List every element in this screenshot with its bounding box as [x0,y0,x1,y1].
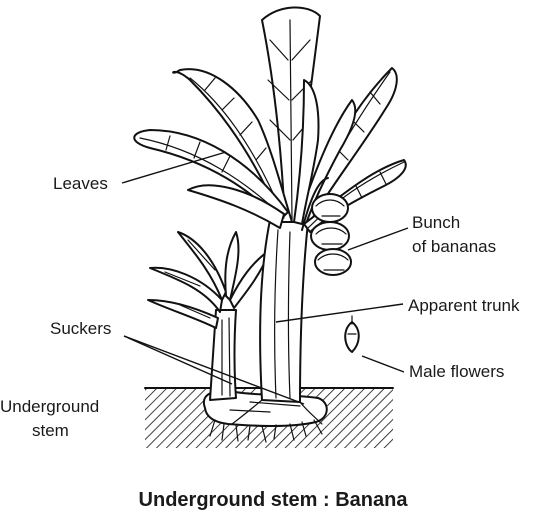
leader-suckers-1 [123,335,233,385]
leaves-drawing [133,6,407,233]
leader-trunk [275,303,404,323]
label-apparent-trunk: Apparent trunk [408,296,520,315]
male-flower-drawing [344,315,360,353]
leader-bunch [347,227,409,251]
label-bunch-line2: of bananas [412,237,496,256]
sucker-plant [147,231,271,401]
label-leaves: Leaves [53,174,108,193]
banana-bunch-drawing [301,177,352,276]
leader-suckers-2 [123,335,305,405]
leader-leaves [121,151,227,184]
label-bunch-line1: Bunch [412,213,460,232]
diagram-caption: Underground stem : Banana [139,489,409,511]
label-male-flowers: Male flowers [409,362,504,381]
leader-male-flowers [361,355,405,373]
leader-lines [121,151,409,405]
label-underground-line2: stem [32,421,69,440]
label-underground-line1: Underground [0,397,99,416]
label-suckers: Suckers [50,319,111,338]
